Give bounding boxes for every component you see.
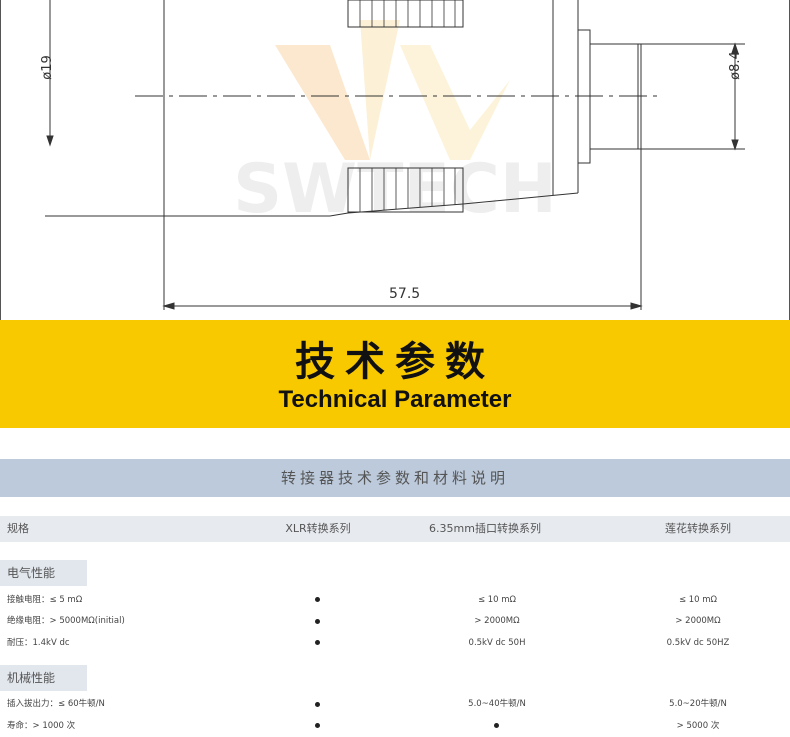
spec-cell: 绝缘电阻：> 5000MΩ(initial): [7, 616, 125, 626]
jack-cell: 5.0~40牛顿/N: [468, 699, 526, 709]
jack-cell: > 2000MΩ: [474, 616, 520, 626]
col-spec: 规格: [7, 522, 29, 535]
jack-cell: 0.5kV dc 50H: [468, 638, 526, 648]
banner-title-en: Technical Parameter: [278, 386, 512, 413]
spec-cell: 接触电阻：≤ 5 mΩ: [7, 595, 83, 605]
check-dot: [315, 597, 320, 602]
col-jack: 6.35mm插口转换系列: [429, 522, 541, 535]
spec-cell: 耐压：1.4kV dc: [7, 638, 70, 648]
section-electrical: 电气性能: [0, 560, 87, 586]
dim-length: 57.5: [389, 286, 421, 302]
table-title: 转接器技术参数和材料说明: [0, 459, 790, 497]
check-dot: [315, 619, 320, 624]
rca-cell: > 2000MΩ: [675, 616, 721, 626]
watermark-text: SWTECH: [233, 150, 557, 229]
check-dot: [315, 702, 320, 707]
connector-drawing-svg: SWTECH: [45, 0, 745, 310]
dim-diameter-8-4: ø8.4: [727, 51, 743, 80]
rca-cell: 5.0~20牛顿/N: [669, 699, 727, 709]
check-dot: [315, 640, 320, 645]
technical-parameter-banner: 技术参数 Technical Parameter: [0, 320, 790, 428]
spec-cell: 寿命：> 1000 次: [7, 721, 76, 731]
section-mechanical: 机械性能: [0, 665, 87, 691]
col-rca: 莲花转换系列: [665, 522, 731, 535]
dim-diameter-19: ø19: [39, 55, 55, 80]
rca-cell: ≤ 10 mΩ: [678, 595, 718, 605]
spec-cell: 插入拔出力：≤ 60牛顿/N: [7, 699, 105, 709]
check-dot: [494, 723, 499, 728]
table-column-headers: 规格 XLR转换系列 6.35mm插口转换系列 莲花转换系列: [0, 516, 790, 542]
jack-cell: ≤ 10 mΩ: [477, 595, 517, 605]
col-xlr: XLR转换系列: [285, 522, 351, 535]
technical-drawing: SWTECH ø19 ø8.4 57.5: [0, 0, 790, 320]
check-dot: [315, 723, 320, 728]
rca-cell: > 5000 次: [676, 721, 720, 731]
banner-title-cn: 技术参数: [295, 339, 495, 385]
rca-cell: 0.5kV dc 50HZ: [666, 638, 730, 648]
watermark-logo: [275, 20, 510, 160]
